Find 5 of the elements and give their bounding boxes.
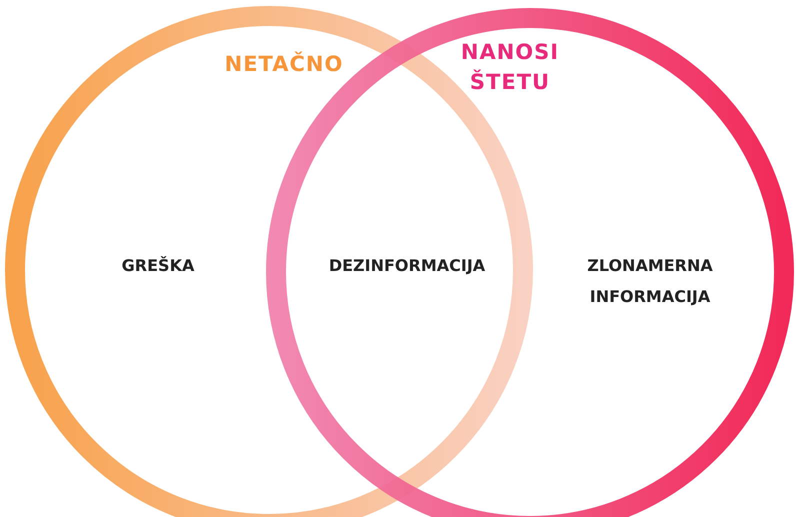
region-label: DEZINFORMACIJA [328,255,486,277]
region-label: GREŠKA [120,255,196,277]
circle-heading: NANOSI ŠTETU [460,39,560,96]
circle-heading: NETAČNO [224,50,344,78]
region-label: ZLONAMERNA INFORMACIJA [586,255,714,308]
